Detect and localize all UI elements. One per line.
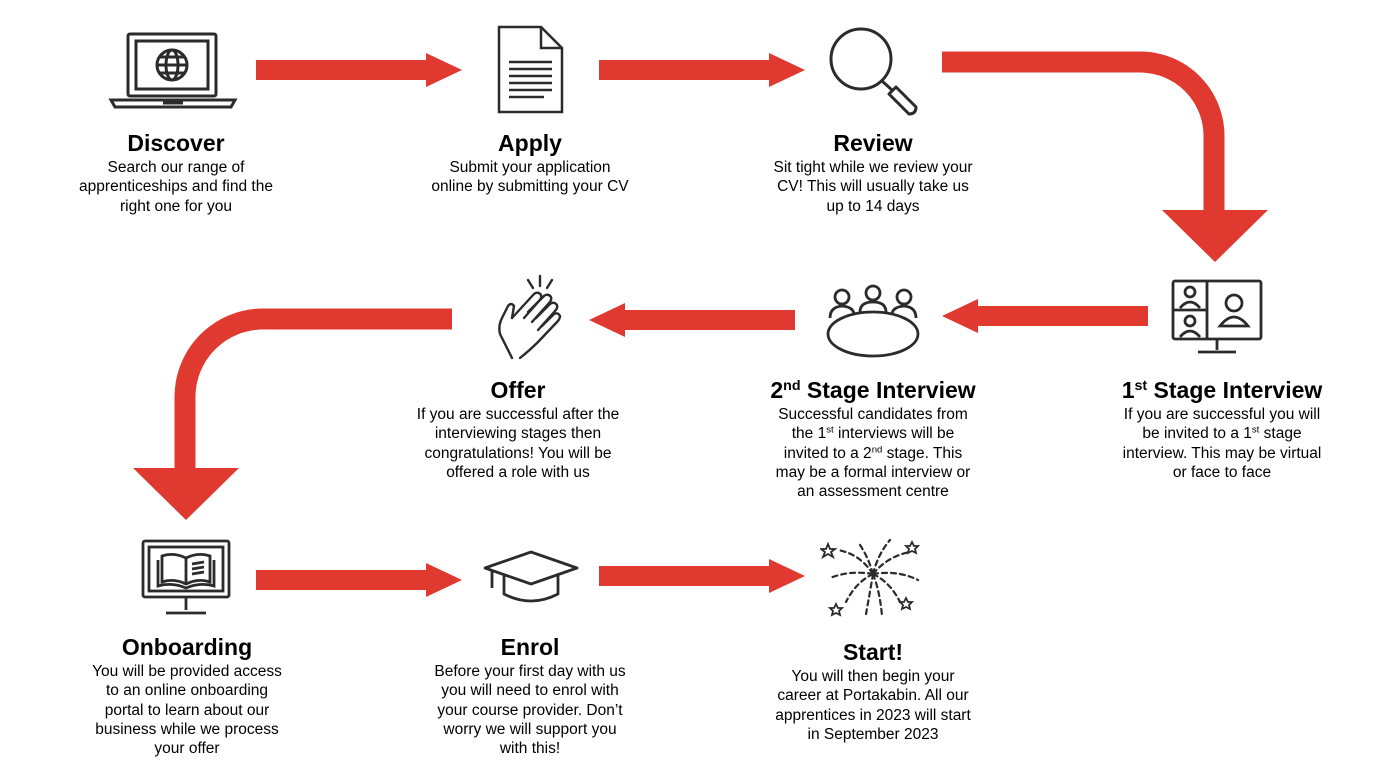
graduation-cap-icon: [483, 550, 579, 603]
arrow-second-stage-to-offer: [589, 303, 795, 337]
magnifier-icon: [829, 27, 918, 116]
arrow-apply-to-review: [599, 53, 805, 87]
step-title: Offer: [490, 377, 546, 403]
step-title: Discover: [127, 130, 225, 156]
step-title: Review: [833, 130, 913, 156]
arrow-first-to-second-stage: [942, 299, 1148, 333]
step-title: Onboarding: [121, 634, 253, 660]
arrow-onboarding-to-enrol: [256, 563, 462, 597]
arrow-offer-to-onboarding: [133, 308, 452, 520]
meeting-table-icon: [826, 284, 920, 358]
step-title: Enrol: [500, 634, 560, 660]
document-icon: [497, 25, 564, 114]
step-title: 2nd Stage Interview: [770, 377, 976, 403]
monitor-book-icon: [141, 539, 231, 615]
clapping-hands-icon: [498, 274, 562, 360]
laptop-globe-icon: [108, 32, 238, 109]
step-title: Apply: [498, 130, 562, 156]
video-call-monitor-icon: [1171, 279, 1263, 354]
step-title: 1st Stage Interview: [1121, 377, 1323, 403]
arrow-review-to-first-stage: [942, 51, 1268, 262]
arrow-discover-to-apply: [256, 53, 462, 87]
fireworks-icon: [820, 538, 921, 618]
step-first-stage-interview: 1st Stage Interview If you are successfu…: [1096, 377, 1348, 482]
arrow-enrol-to-start: [599, 559, 805, 593]
step-title: Start!: [842, 639, 904, 665]
step-second-stage-interview: 2nd Stage Interview Successful candidate…: [743, 377, 1003, 501]
